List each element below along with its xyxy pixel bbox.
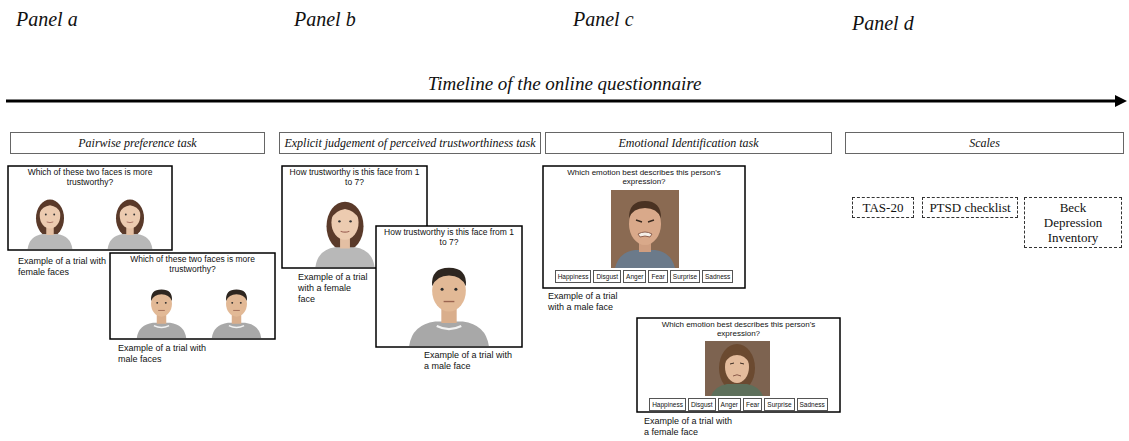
trial-question: Which emotion best describes this person… [637,318,840,338]
trial-caption: Example of a trial with a male face [548,291,634,313]
answer-button: Disgust [593,270,621,283]
face-pictures [28,200,375,338]
button-label: Surprise [767,400,791,409]
task-header: Scales [845,132,1124,154]
emotion-photo [705,341,770,396]
answer-button: Surprise [764,398,794,411]
button-label: Fear [651,272,664,281]
trial-screen: How trustworthy is this face from 1 to 7… [282,166,427,268]
box-label: Explicit judgement of perceived trustwor… [283,135,537,151]
button-label: Happiness [652,400,683,409]
trial-caption: Example of a trial with a female face [298,272,370,304]
answer-button: Anger [718,398,741,411]
panel-label: Panel b [294,8,356,31]
panel-label: Panel d [852,12,914,35]
figure-title: Timeline of the online questionnaire [0,73,1129,95]
box-label: Pairwise preference task [14,135,261,151]
answer-button: Surprise [670,270,700,283]
face-pictures [409,268,489,346]
box-label: Beck Depression Inventory [1029,200,1117,245]
trial-caption: Example of a trial with a male face [424,350,516,372]
trial-question: How trustworthy is this face from 1 to 7… [376,226,522,248]
answer-button: Anger [623,270,646,283]
trial-screen: Which emotion best describes this person… [637,318,840,412]
button-label: Disgust [691,400,713,409]
answer-button: Sadness [702,270,733,283]
panel-label: Panel c [573,8,634,31]
task-header: Emotional Identification task [545,132,832,154]
button-label: Sadness [800,400,825,409]
button-label: Anger [721,400,738,409]
answer-button: Sadness [797,398,828,411]
trial-screen: How trustworthy is this face from 1 to 7… [376,226,522,347]
trial-screen: Which emotion best describes this person… [543,166,745,288]
trial-caption: Example of a trial with a female face [644,416,736,438]
emotion-photo [611,190,679,268]
box-label: Scales [849,135,1120,151]
button-label: Happiness [558,272,589,281]
trial-question: Which emotion best describes this person… [543,166,745,186]
answer-button: Fear [648,270,667,283]
box-label: Emotional Identification task [549,135,828,151]
task-header: Pairwise preference task [10,132,265,154]
scale-box: PTSD checklist [922,197,1018,218]
trial-frames [8,166,427,339]
button-label: Anger [626,272,643,281]
button-label: Sadness [705,272,730,281]
trial-caption: Example of a trial with female faces [18,256,110,278]
button-label: Surprise [673,272,697,281]
trial-screen: Which of these two faces is more trustwo… [8,166,172,250]
scale-box: Beck Depression Inventory [1024,197,1122,248]
button-label: Disgust [596,272,618,281]
trial-screen: Which of these two faces is more trustwo… [110,253,275,339]
box-label: TAS-20 [857,200,909,215]
trial-question: Which of these two faces is more trustwo… [8,166,172,188]
trial-frames [376,166,840,412]
answer-button: Happiness [555,270,592,283]
scale-box: TAS-20 [852,197,914,218]
box-label: PTSD checklist [927,200,1013,215]
trial-question: Which of these two faces is more trustwo… [110,253,275,275]
trial-caption: Example of a trial with male faces [118,343,210,365]
answer-button: Happiness [649,398,686,411]
trial-question: How trustworthy is this face from 1 to 7… [282,166,427,188]
panel-label: Panel a [16,8,78,31]
task-header: Explicit judgement of perceived trustwor… [279,132,541,154]
button-label: Fear [746,400,759,409]
answer-button: Fear [743,398,762,411]
answer-button: Disgust [688,398,716,411]
timeline-arrow [6,95,1127,107]
